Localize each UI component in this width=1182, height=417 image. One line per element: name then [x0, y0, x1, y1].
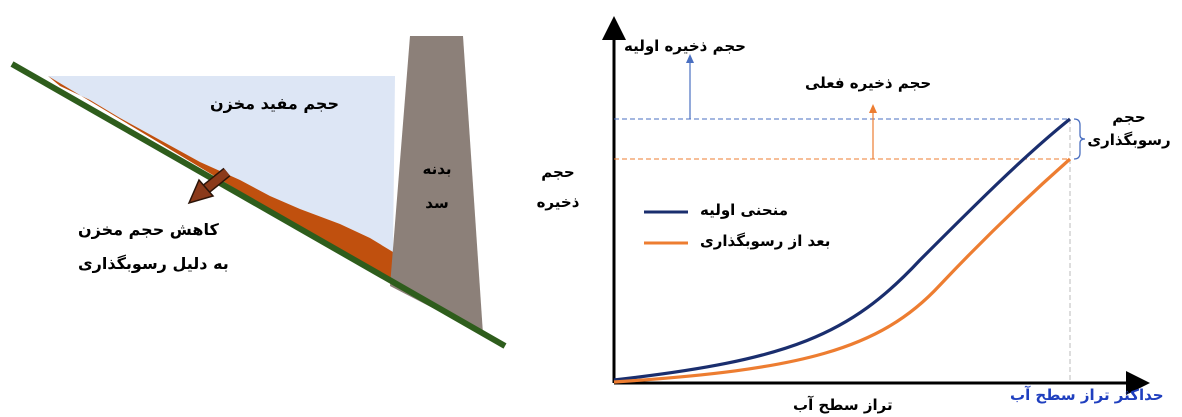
y-axis-label-line1: حجم: [541, 163, 575, 181]
x-axis-label: تراز سطح آب: [793, 396, 893, 414]
initial-curve: [613, 117, 1071, 382]
sedimentation-brace: [1073, 118, 1086, 160]
current-storage-label: حجم ذخیره فعلی: [805, 74, 932, 92]
dam-body-label-line2: سد: [425, 194, 449, 212]
dam-body: [390, 36, 483, 334]
y-axis-label-line2: ذخیره: [536, 193, 580, 211]
x-max-label: حداکثر تراز سطح آب: [1010, 386, 1164, 404]
reduction-arrow-head: [187, 178, 215, 205]
sedimentation-volume-label-line2: رسوبگذاری: [1087, 131, 1171, 149]
useful-volume-label: حجم مفید مخزن: [210, 94, 339, 113]
sedimentation-volume-label-line1: حجم: [1112, 108, 1146, 126]
dam-body-label-line1: بدنه: [422, 160, 452, 178]
legend-label-initial: منحنی اولیه: [700, 201, 789, 219]
reduction-label-line1: کاهش حجم مخزن: [78, 220, 219, 239]
water-region: [48, 76, 395, 252]
reduction-label-line2: به دلیل رسوبگذاری: [78, 254, 229, 273]
legend-label-sedimented: بعد از رسوبگذاری: [700, 232, 831, 250]
initial-storage-label: حجم ذخیره اولیه: [624, 37, 746, 55]
ground-slope: [10, 61, 507, 349]
sedimented-curve: [613, 157, 1072, 384]
